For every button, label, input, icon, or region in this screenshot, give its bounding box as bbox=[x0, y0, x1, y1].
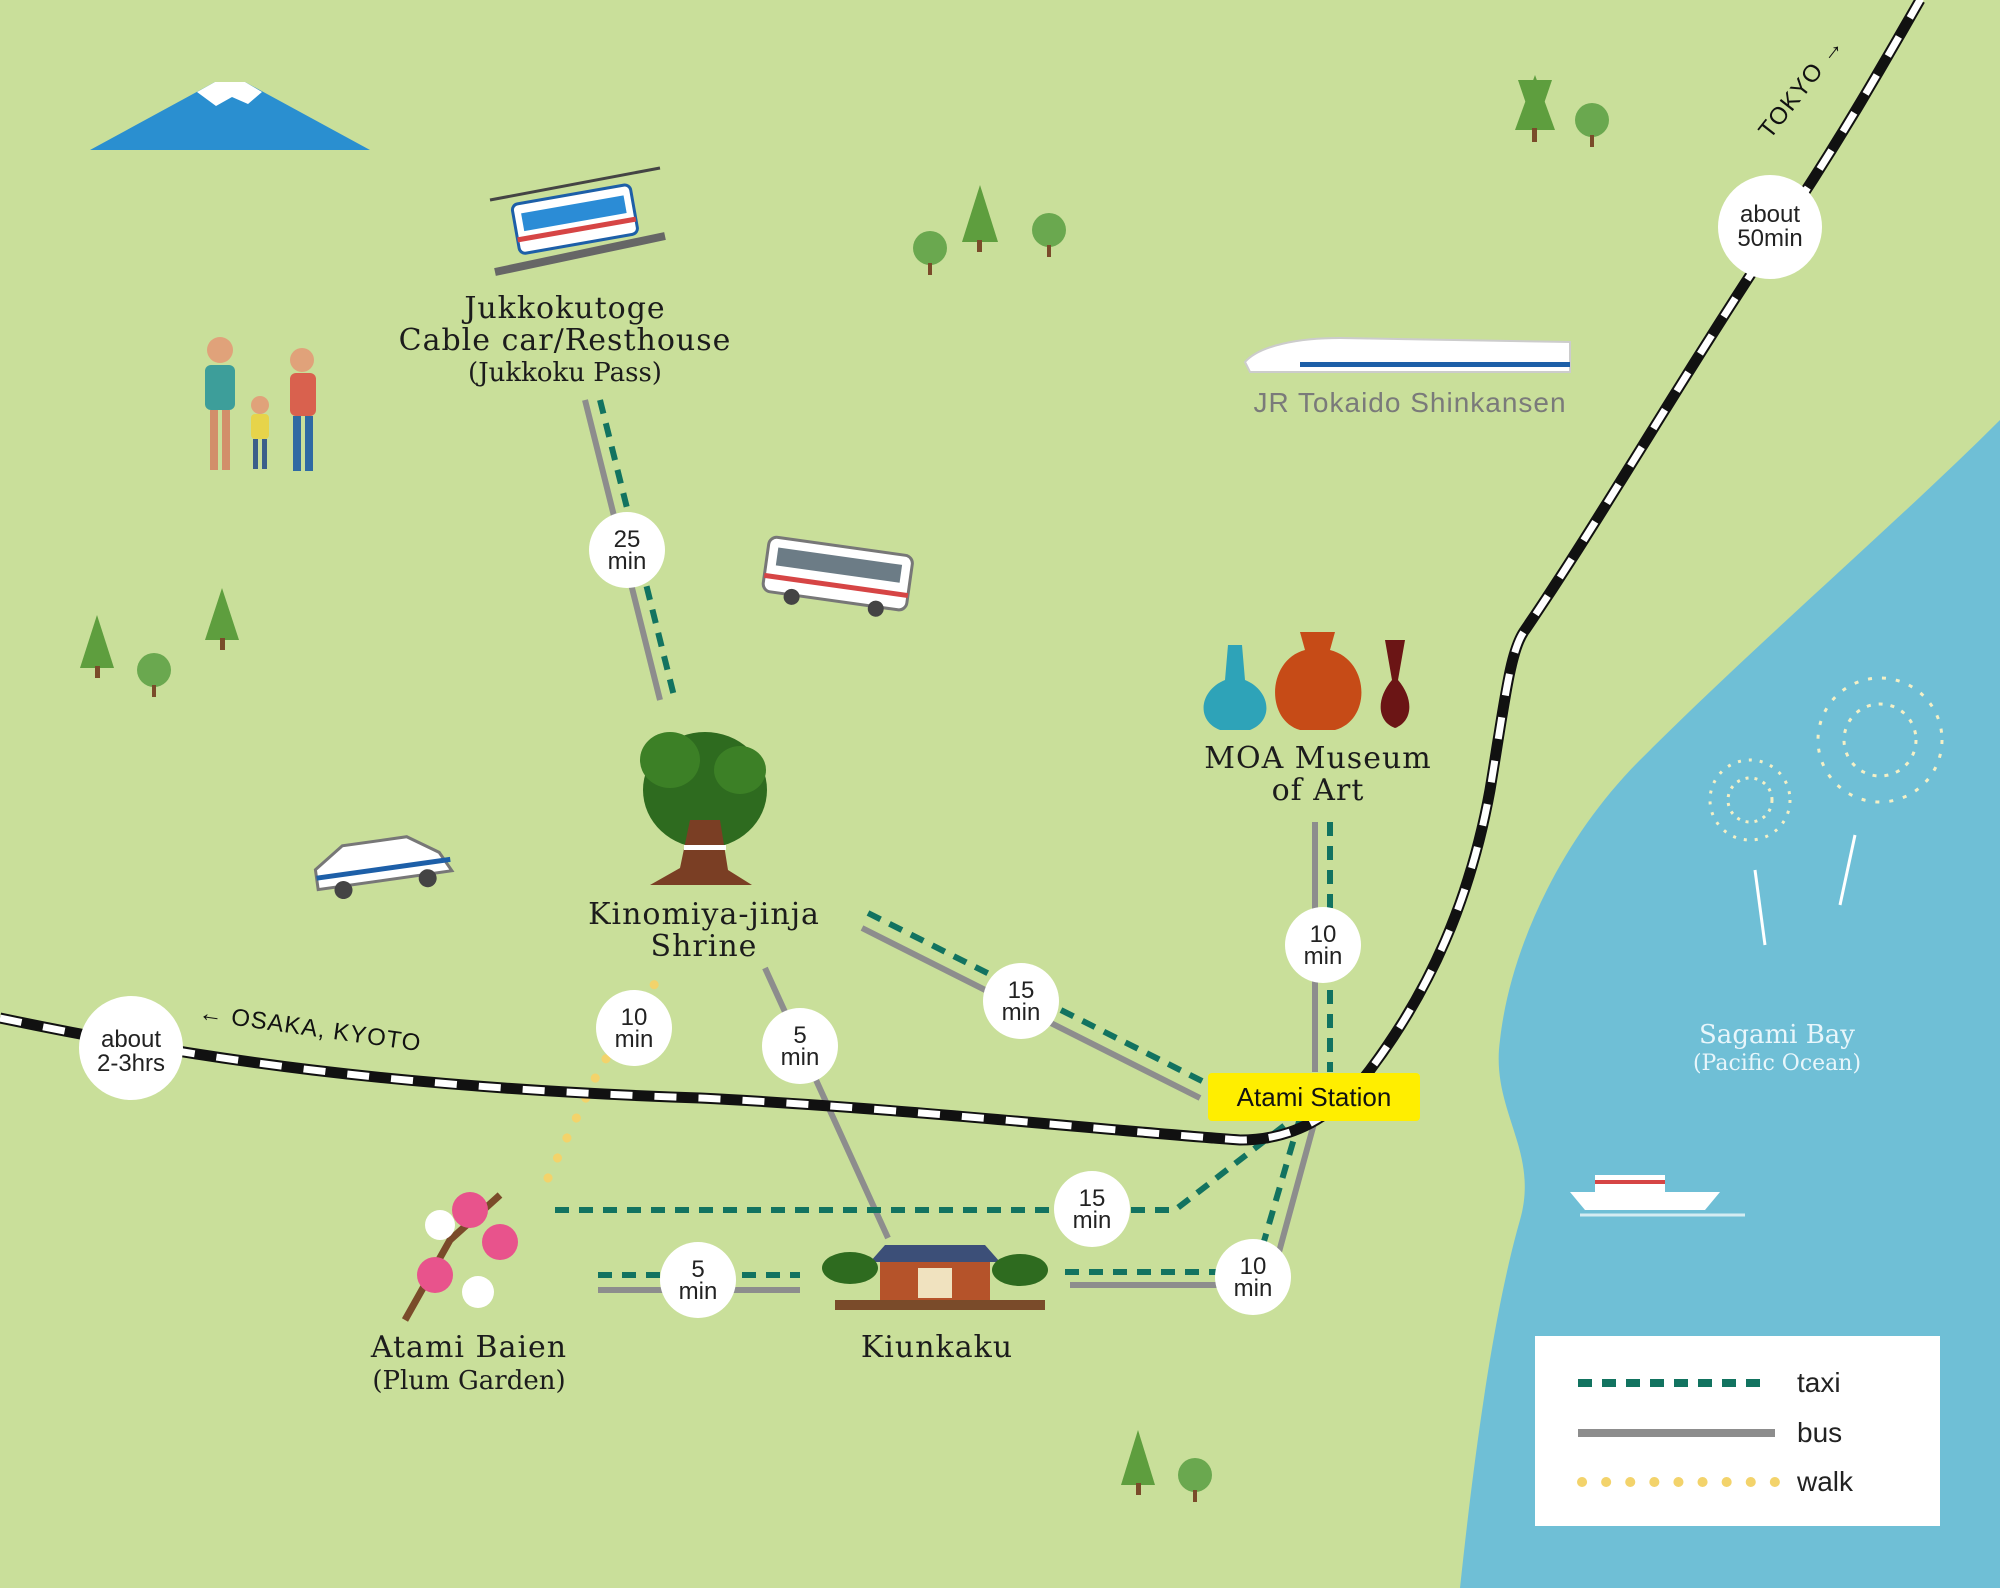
taxi-icon bbox=[313, 835, 455, 900]
svg-text:min: min bbox=[1002, 999, 1041, 1026]
time-badge-shrine-kiunkaku: 5 min bbox=[762, 1008, 838, 1084]
svg-text:25: 25 bbox=[614, 526, 641, 553]
svg-text:min: min bbox=[608, 548, 647, 575]
svg-text:Cable car/Resthouse: Cable car/Resthouse bbox=[399, 323, 732, 358]
svg-text:Sagami Bay: Sagami Bay bbox=[1699, 1020, 1855, 1050]
time-badge-shrine-station: 15 min bbox=[983, 963, 1059, 1039]
svg-text:about: about bbox=[1740, 201, 1800, 228]
svg-text:10: 10 bbox=[1240, 1253, 1267, 1280]
cable-car-icon bbox=[489, 166, 666, 276]
svg-text:min: min bbox=[1073, 1207, 1112, 1234]
svg-text:MOA Museum: MOA Museum bbox=[1204, 741, 1431, 776]
route-taxi-shrine-station bbox=[866, 910, 1208, 1086]
shinkansen-rail-line bbox=[0, 0, 1925, 1146]
svg-text:(Jukkoku Pass): (Jukkoku Pass) bbox=[468, 358, 662, 388]
time-badge-tokyo: about 50min bbox=[1718, 175, 1822, 279]
shinkansen-label: JR Tokaido Shinkansen bbox=[1253, 387, 1566, 418]
time-badge-kiunkaku-station: 10 min bbox=[1215, 1239, 1291, 1315]
svg-text:(Plum Garden): (Plum Garden) bbox=[372, 1366, 565, 1396]
tree-icon bbox=[1121, 1430, 1212, 1502]
svg-text:10: 10 bbox=[1310, 921, 1337, 948]
vases-icon bbox=[1203, 632, 1410, 730]
svg-text:min: min bbox=[1234, 1275, 1273, 1302]
time-badge-baien-shrine: 10 min bbox=[596, 990, 672, 1066]
time-badge-baien-station: 15 min bbox=[1054, 1171, 1130, 1247]
shinkansen-icon bbox=[1243, 336, 1571, 373]
mount-fuji-icon bbox=[90, 82, 370, 150]
svg-text:Jukkokutoge: Jukkokutoge bbox=[461, 291, 665, 326]
kiunkaku-label: Kiunkaku bbox=[861, 1330, 1013, 1365]
tree-icon bbox=[80, 588, 239, 697]
svg-text:min: min bbox=[781, 1044, 820, 1071]
ferry-icon bbox=[1570, 1175, 1745, 1217]
svg-text:of Art: of Art bbox=[1272, 773, 1365, 808]
moa-museum-label: MOA Museum of Art bbox=[1204, 741, 1431, 808]
svg-text:about: about bbox=[101, 1026, 161, 1053]
svg-text:Atami Baien: Atami Baien bbox=[370, 1330, 567, 1365]
svg-text:15: 15 bbox=[1079, 1185, 1106, 1212]
shrine-tree-icon bbox=[640, 732, 767, 885]
fireworks-icon bbox=[1708, 676, 1944, 946]
kiunkaku-house-icon bbox=[822, 1245, 1048, 1310]
plum-blossom-icon bbox=[401, 1192, 518, 1322]
time-badge-jukkoku-shrine: 25 min bbox=[589, 512, 665, 588]
kinomiya-shrine-label: Kinomiya-jinja Shrine bbox=[588, 897, 820, 964]
svg-text:min: min bbox=[1304, 943, 1343, 970]
hikers-icon bbox=[205, 337, 316, 471]
svg-text:5: 5 bbox=[793, 1022, 806, 1049]
route-taxi-kiunkaku-station bbox=[1065, 1117, 1303, 1275]
sagami-bay-label: Sagami Bay (Pacific Ocean) bbox=[1693, 1020, 1861, 1076]
svg-text:50min: 50min bbox=[1737, 225, 1802, 252]
jukkoku-label: Jukkokutoge Cable car/Resthouse (Jukkoku… bbox=[399, 291, 732, 388]
bus-icon bbox=[761, 535, 914, 617]
svg-text:(Pacific Ocean): (Pacific Ocean) bbox=[1693, 1051, 1861, 1076]
svg-text:min: min bbox=[679, 1278, 718, 1305]
time-badge-moa-station: 10 min bbox=[1285, 907, 1361, 983]
tree-icon bbox=[1515, 75, 1609, 147]
legend: taxi bus walk bbox=[1535, 1336, 1940, 1526]
svg-text:Kinomiya-jinja: Kinomiya-jinja bbox=[588, 897, 820, 932]
svg-text:2-3hrs: 2-3hrs bbox=[97, 1050, 165, 1077]
svg-text:Atami Station: Atami Station bbox=[1237, 1082, 1392, 1112]
time-badge-baien-kiunkaku: 5 min bbox=[660, 1242, 736, 1318]
time-badge-osaka: about 2-3hrs bbox=[79, 996, 183, 1100]
legend-walk-label: walk bbox=[1796, 1466, 1854, 1497]
legend-bus-label: bus bbox=[1797, 1417, 1842, 1448]
legend-taxi-label: taxi bbox=[1797, 1367, 1841, 1398]
svg-text:min: min bbox=[615, 1026, 654, 1053]
svg-text:5: 5 bbox=[691, 1256, 704, 1283]
svg-text:10: 10 bbox=[621, 1004, 648, 1031]
tree-icon bbox=[913, 185, 1066, 275]
sagami-bay-sea bbox=[1460, 420, 2000, 1588]
atami-baien-label: Atami Baien (Plum Garden) bbox=[370, 1330, 567, 1396]
atami-station-label: Atami Station bbox=[1208, 1073, 1420, 1121]
svg-text:15: 15 bbox=[1008, 977, 1035, 1004]
svg-text:Shrine: Shrine bbox=[651, 929, 758, 964]
